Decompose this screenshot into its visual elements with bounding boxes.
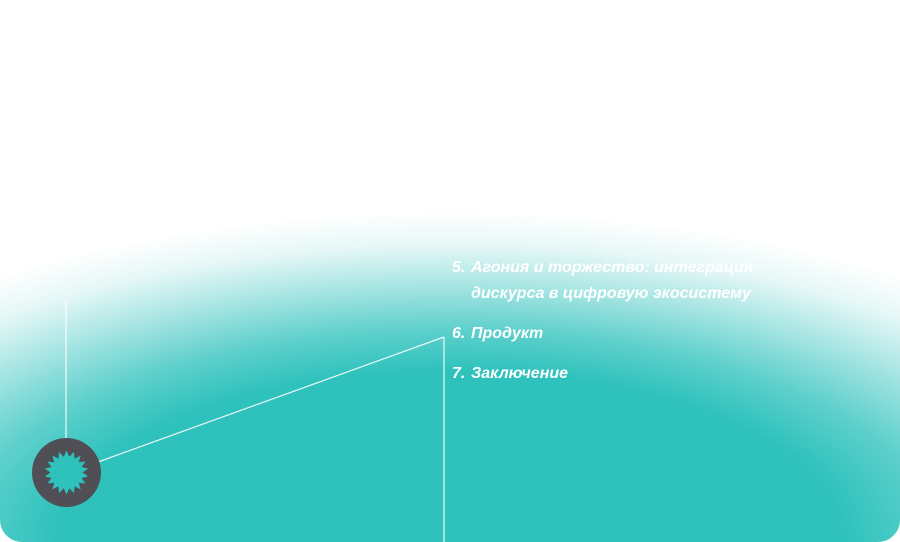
toc-item-6[interactable]: 6. Продукт [452,321,753,361]
toc-item-number: 6. [452,325,466,342]
connector-diagonal [97,336,445,463]
toc-item-label: Агония и торжество: интеграция дискурса … [471,255,753,307]
toc-item-number: 7. [452,365,466,382]
toc-item-label-line1: Агония и торжество: интеграция [471,259,754,276]
toc-item-label: Заключение [471,365,569,382]
toc-item-label: Продукт [471,325,544,342]
starburst-icon [44,450,89,495]
toc-item-number: 5. [452,259,466,276]
toc-item-label-line2: дискурса в цифровую экосистему [471,285,751,302]
toc-item-7[interactable]: 7. Заключение [452,361,753,391]
table-of-contents: 5. Агония и торжество: интеграция дискур… [452,255,753,391]
toc-item-5[interactable]: 5. Агония и торжество: интеграция дискур… [452,255,753,321]
badge [32,438,101,507]
